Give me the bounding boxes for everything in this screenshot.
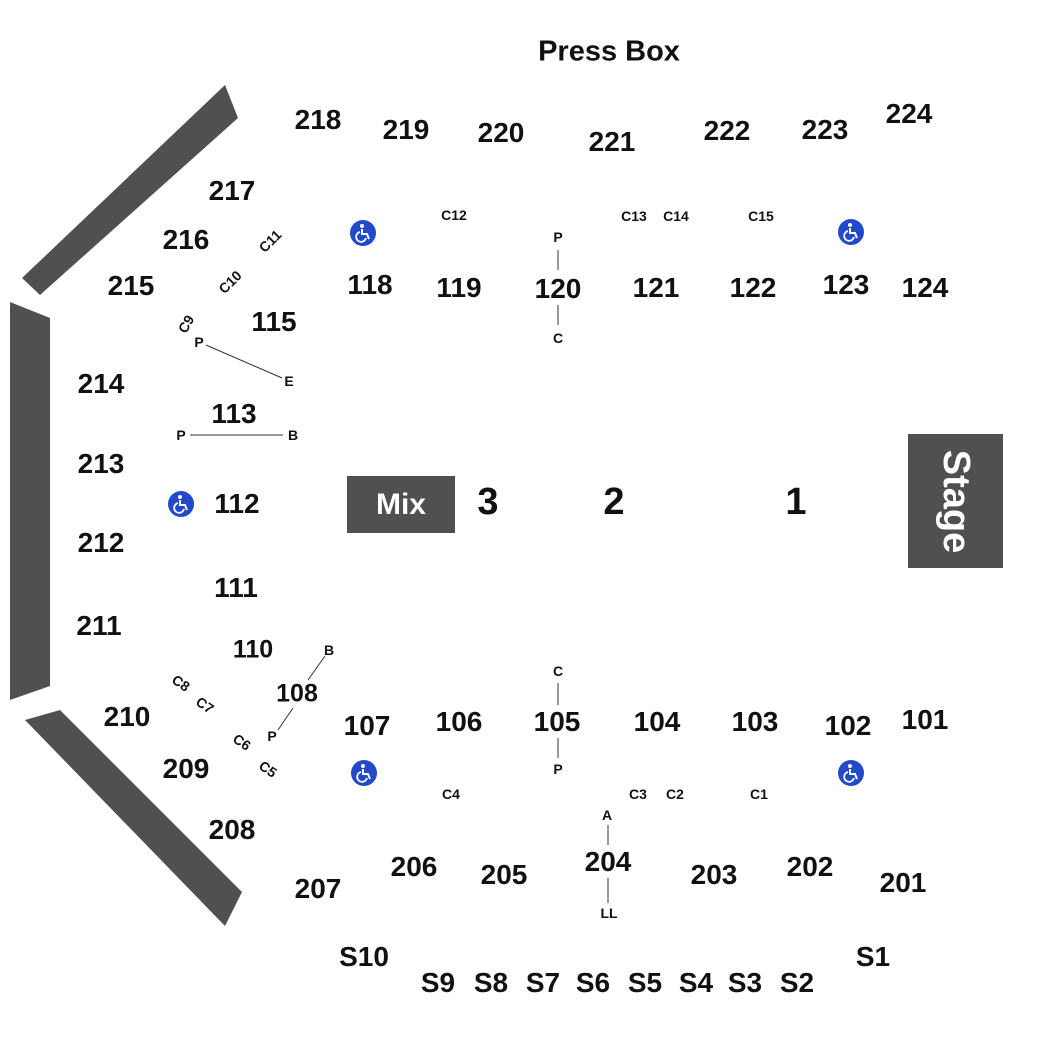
marker-p-120: P — [553, 229, 563, 245]
section-212[interactable]: 212 — [77, 527, 125, 558]
suite-s2[interactable]: S2 — [779, 967, 815, 998]
section-215[interactable]: 215 — [107, 270, 155, 301]
section-211[interactable]: 211 — [76, 610, 122, 641]
section-103[interactable]: 103 — [731, 706, 779, 737]
wall-west — [10, 302, 50, 700]
section-102[interactable]: 102 — [824, 710, 872, 741]
suite-s10[interactable]: S10 — [339, 941, 389, 972]
section-105[interactable]: 105 — [533, 706, 581, 737]
section-203[interactable]: 203 — [690, 859, 738, 890]
marker-c4: C4 — [442, 786, 460, 802]
marker-c2: C2 — [666, 786, 684, 802]
section-202[interactable]: 202 — [786, 851, 834, 882]
section-121[interactable]: 121 — [632, 272, 680, 303]
press-box-label: Press Box — [538, 35, 680, 68]
section-119[interactable]: 119 — [436, 272, 482, 303]
connector-108-b — [307, 655, 326, 681]
marker-e-115: E — [284, 373, 294, 389]
stage-label: Stage — [935, 449, 978, 553]
section-122[interactable]: 122 — [729, 272, 777, 303]
marker-p-105: P — [553, 761, 563, 777]
section-216[interactable]: 216 — [162, 224, 210, 255]
wheelchair-icon — [351, 760, 377, 786]
marker-c3: C3 — [629, 786, 647, 802]
section-218[interactable]: 218 — [294, 104, 342, 135]
section-118[interactable]: 118 — [347, 269, 393, 300]
mix-position[interactable]: Mix — [347, 476, 455, 533]
section-111[interactable]: 111 — [214, 572, 258, 603]
suite-s9[interactable]: S9 — [420, 967, 456, 998]
connector-108-p — [277, 707, 294, 731]
section-210[interactable]: 210 — [103, 701, 151, 732]
section-112[interactable]: 112 — [214, 488, 260, 519]
suite-s8[interactable]: S8 — [473, 967, 509, 998]
section-206[interactable]: 206 — [390, 851, 438, 882]
marker-c15: C15 — [748, 208, 774, 224]
section-120[interactable]: 120 — [534, 273, 582, 304]
section-222[interactable]: 222 — [703, 115, 751, 146]
section-108[interactable]: 108 — [276, 679, 318, 708]
section-221[interactable]: 221 — [588, 126, 636, 157]
marker-c1: C1 — [750, 786, 768, 802]
marker-b-113: B — [287, 427, 299, 443]
section-214[interactable]: 214 — [77, 368, 125, 399]
marker-p-115: P — [194, 334, 204, 350]
section-123[interactable]: 123 — [822, 269, 870, 300]
suite-s6[interactable]: S6 — [575, 967, 611, 998]
connector-p-e — [205, 344, 283, 379]
section-205[interactable]: 205 — [480, 859, 528, 890]
suite-s4[interactable]: S4 — [678, 967, 714, 998]
wheelchair-icon — [350, 220, 376, 246]
suite-s1[interactable]: S1 — [855, 941, 891, 972]
section-217[interactable]: 217 — [208, 175, 256, 206]
marker-c13: C13 — [621, 208, 647, 224]
marker-c-105: C — [552, 663, 564, 679]
marker-p-113: P — [176, 427, 186, 443]
section-220[interactable]: 220 — [477, 117, 525, 148]
marker-ll-204: LL — [600, 905, 618, 921]
section-219[interactable]: 219 — [382, 114, 430, 145]
section-113[interactable]: 113 — [211, 398, 257, 429]
section-101[interactable]: 101 — [901, 704, 949, 735]
marker-c-120: C — [552, 330, 564, 346]
section-104[interactable]: 104 — [633, 706, 681, 737]
section-124[interactable]: 124 — [901, 272, 949, 303]
marker-p-108: P — [267, 728, 277, 744]
marker-b-108: B — [323, 642, 335, 658]
wall-northwest — [22, 85, 238, 295]
section-204[interactable]: 204 — [584, 846, 632, 877]
section-106[interactable]: 106 — [435, 706, 483, 737]
section-107[interactable]: 107 — [343, 710, 391, 741]
section-201[interactable]: 201 — [879, 867, 927, 898]
suite-s3[interactable]: S3 — [727, 967, 763, 998]
wheelchair-icon — [838, 760, 864, 786]
wall-southwest — [25, 710, 242, 926]
wheelchair-icon — [168, 491, 194, 517]
marker-a-204: A — [601, 807, 613, 823]
suite-s7[interactable]: S7 — [525, 967, 561, 998]
section-224[interactable]: 224 — [885, 98, 933, 129]
mix-label: Mix — [375, 487, 426, 521]
stage[interactable]: Stage — [908, 434, 1003, 568]
section-115[interactable]: 115 — [251, 306, 297, 337]
marker-c14: C14 — [663, 208, 689, 224]
suite-s5[interactable]: S5 — [627, 967, 663, 998]
section-110[interactable]: 110 — [232, 635, 274, 664]
section-223[interactable]: 223 — [801, 114, 849, 145]
marker-c12: C12 — [441, 207, 467, 223]
wheelchair-icon — [838, 219, 864, 245]
section-209[interactable]: 209 — [162, 753, 210, 784]
floor-section-3[interactable]: 3 — [477, 481, 499, 523]
section-213[interactable]: 213 — [77, 448, 125, 479]
floor-section-2[interactable]: 2 — [603, 481, 625, 523]
section-208[interactable]: 208 — [208, 814, 256, 845]
section-207[interactable]: 207 — [294, 873, 342, 904]
floor-section-1[interactable]: 1 — [785, 481, 807, 523]
